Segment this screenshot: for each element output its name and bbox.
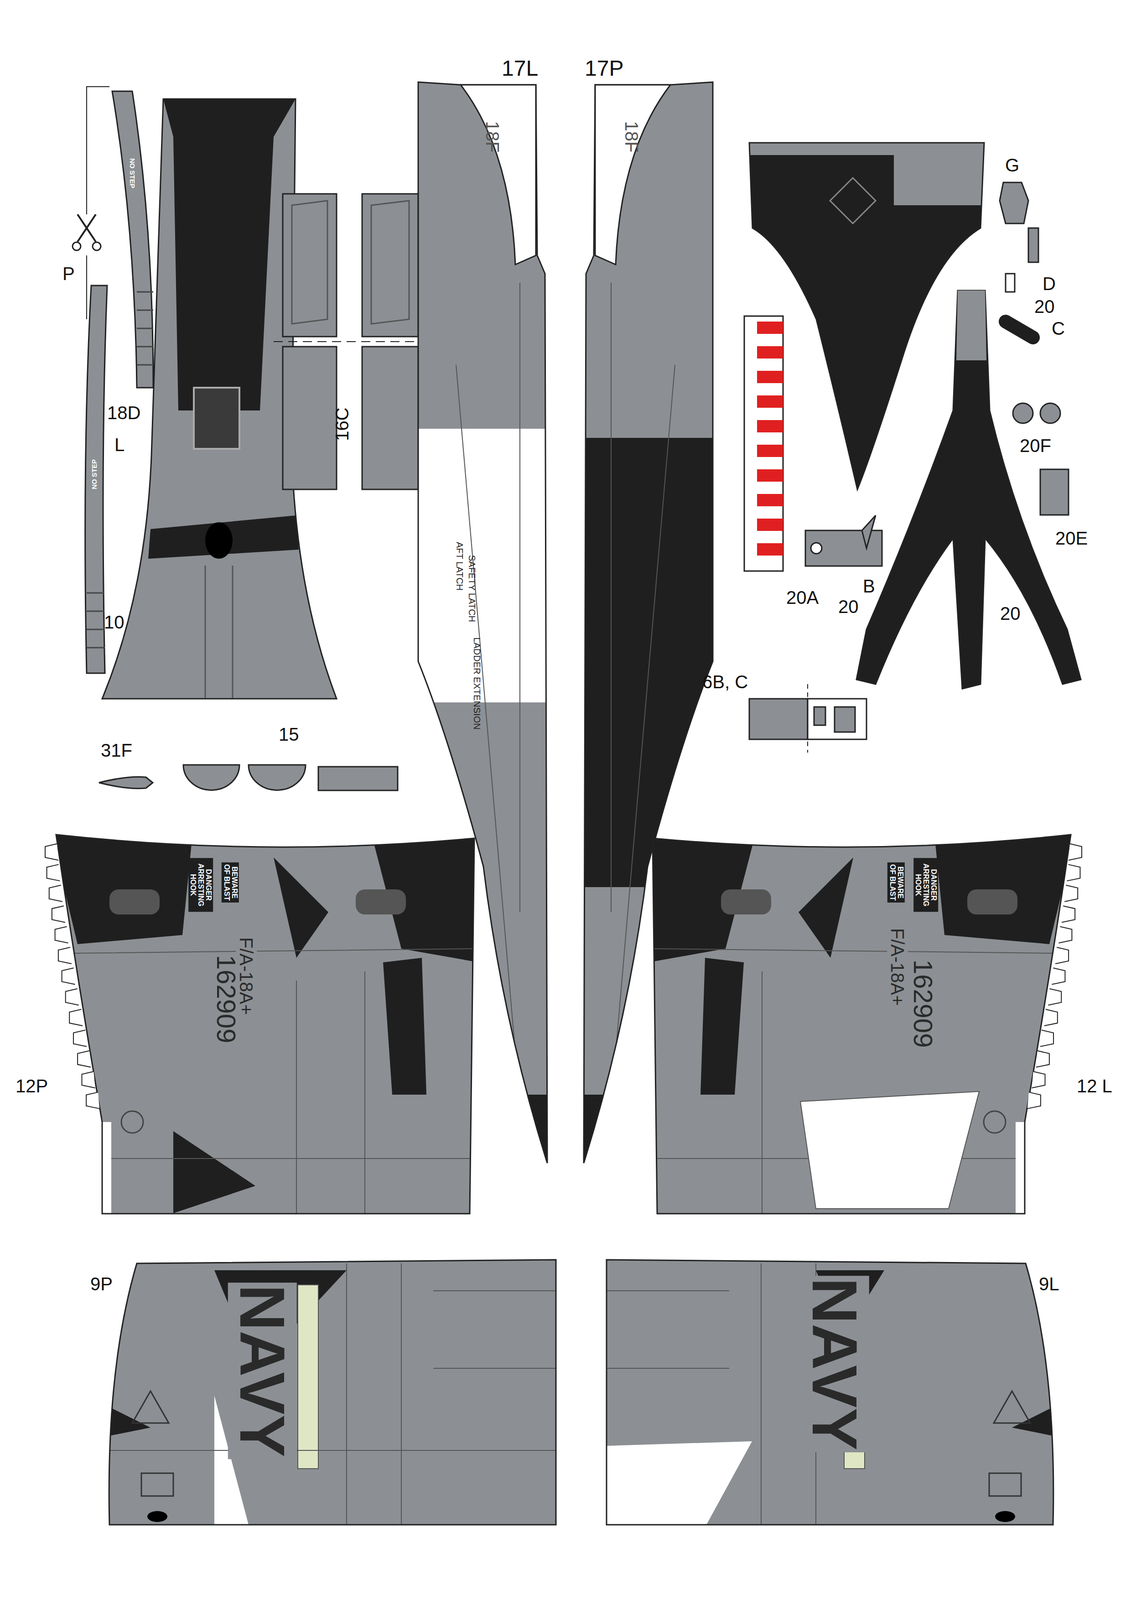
part-12p <box>45 820 484 1223</box>
part-number: 20 <box>1000 603 1021 623</box>
glue-tab <box>81 1071 95 1088</box>
part-number: G <box>1005 155 1020 175</box>
warning-placard: BEWARE OF BLAST <box>221 862 239 903</box>
stencil-text: NAVY <box>800 1275 870 1453</box>
glue-tab <box>62 967 76 985</box>
glue-tab <box>1055 947 1069 964</box>
stencil-text: AFT LATCH <box>454 541 465 591</box>
part-number: 15 <box>278 724 300 744</box>
part-number: P <box>62 264 75 284</box>
part-number: 31F <box>100 740 133 760</box>
stencil-text: NAVY <box>228 1282 297 1459</box>
glue-tab <box>1047 988 1062 1006</box>
part-number: 12 L <box>1076 1076 1113 1096</box>
part-20 <box>856 290 1081 689</box>
warning-stripe <box>757 543 784 556</box>
part-20b <box>805 515 882 566</box>
part-9l <box>601 1254 1063 1533</box>
glue-tab <box>1040 1029 1054 1047</box>
type-marking: F/A-18A+ <box>887 926 908 1008</box>
glue-tab <box>1027 1092 1041 1109</box>
warning-stripe <box>757 370 784 384</box>
part-9p <box>100 1254 561 1533</box>
stencil-text: NO STEP <box>90 459 99 490</box>
warning-stripe <box>757 321 784 334</box>
part-number: 18D <box>107 403 141 423</box>
stencil-text: SAFETY LATCH <box>466 555 477 623</box>
part-number: 20F <box>1019 435 1052 456</box>
part-number: L <box>114 435 125 455</box>
part-number: 20 <box>1034 296 1055 317</box>
glue-tab <box>58 947 72 964</box>
warning-stripe <box>757 420 784 433</box>
part-number: 16C <box>332 407 352 441</box>
part-number: 20E <box>1055 528 1088 548</box>
stencil-text: NO STEP <box>128 158 136 189</box>
part-20a <box>744 316 784 571</box>
serial-number: 162909 <box>907 957 938 1050</box>
part-number: 18F <box>482 121 503 153</box>
small-parts <box>999 182 1069 515</box>
warning-placard: DANGER ARRESTING HOOK <box>913 857 939 912</box>
glue-tab <box>1064 885 1078 902</box>
glue-tab <box>77 1050 91 1068</box>
part-number: D <box>1042 274 1056 294</box>
warning-placard: BEWARE OF BLAST <box>887 862 905 903</box>
glue-tab <box>73 1029 87 1047</box>
warning-stripe <box>757 518 784 531</box>
glue-tab <box>65 988 79 1006</box>
glue-tab <box>46 864 61 881</box>
warning-stripe <box>757 346 784 359</box>
part-number: 18F <box>622 121 642 153</box>
part-number: 20 <box>838 596 859 617</box>
glue-tab <box>55 926 69 944</box>
warning-stripe <box>757 395 784 408</box>
glue-tab <box>1066 864 1080 881</box>
part-12l <box>643 820 1082 1223</box>
glue-tab <box>1058 926 1072 944</box>
part-number: 17P <box>584 57 624 80</box>
part-number: B <box>862 576 876 596</box>
glue-tab <box>1068 843 1082 861</box>
glue-tab <box>86 1092 100 1109</box>
part-10 <box>91 91 347 707</box>
warning-stripe <box>757 444 784 457</box>
part-number: 20A <box>786 587 819 608</box>
glue-tab <box>1051 967 1065 985</box>
part-number: 6B, C <box>702 672 748 692</box>
glue-tab <box>1061 905 1075 923</box>
part-16c <box>273 193 429 490</box>
part-number: C <box>1051 318 1065 338</box>
part-18d <box>72 86 154 674</box>
glue-tab <box>1032 1071 1046 1088</box>
part-6bc <box>749 684 867 753</box>
part-number: 12P <box>15 1076 48 1096</box>
part-number: 9P <box>90 1274 113 1294</box>
glue-tab <box>69 1009 83 1026</box>
warning-stripe <box>757 493 784 507</box>
warning-placard: DANGER ARRESTING HOOK <box>188 857 213 912</box>
warning-stripe <box>757 469 784 482</box>
glue-tab <box>45 843 59 861</box>
type-marking: F/A-18A+ <box>235 935 257 1017</box>
part-31f-15 <box>98 764 398 791</box>
part-number: 17L <box>501 57 539 80</box>
glue-tab <box>49 885 63 902</box>
part-number: 9L <box>1038 1274 1060 1294</box>
glue-tab <box>1036 1050 1050 1068</box>
stencil-text: LADDER EXTENSION <box>472 637 482 730</box>
part-number: 10 <box>103 612 125 632</box>
white-patch <box>800 1091 980 1209</box>
glue-tab <box>1044 1009 1058 1026</box>
glue-tab <box>51 905 66 923</box>
